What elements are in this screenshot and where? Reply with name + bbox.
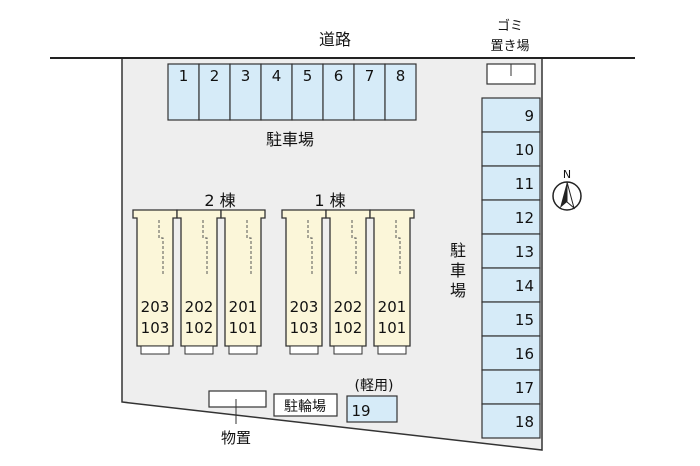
road-label: 道路 [319,30,351,49]
parking-space-10-number: 10 [515,141,534,159]
building-1-unit-203-step [289,345,319,355]
building-2-unit-202-step [184,345,214,355]
compass-arrow-light [566,181,575,210]
compass-arrow-dark [560,182,567,208]
building-1-unit-203-interior-line [307,220,313,275]
parking-space-12-number: 12 [515,209,534,227]
parking-space-13-number: 13 [515,243,534,261]
parking-space-11-number: 11 [515,175,534,193]
light-car-label: (軽用) [355,378,394,394]
building-1-unit-201-step [377,345,407,355]
building-1-unit-201-interior-line [395,220,401,275]
parking-space-5-number: 5 [303,67,313,85]
parking-space-6 [322,63,355,121]
building-2-unit-203-lower-number: 103 [141,319,170,337]
parking-space-2 [198,63,231,121]
parking-space-11 [481,165,541,201]
parking-space-10 [481,131,541,167]
storage-label: 物置 [221,429,251,447]
parking-space-8 [384,63,417,121]
parking-label-right-2: 車 [450,261,466,280]
parking-space-7-number: 7 [365,67,375,85]
building-2-unit-201 [220,209,266,347]
building-1-unit-201-lower-number: 101 [378,319,407,337]
building-2: 203 103 202 102 201 101 [132,209,266,355]
parking-space-9-number: 9 [524,107,534,125]
building-1-unit-201 [369,209,415,347]
garbage-label-line1: ゴミ [497,18,523,34]
parking-space-2-number: 2 [210,67,220,85]
building-1-label: 1 棟 [314,191,345,210]
building-2-unit-201-lower-number: 101 [229,319,258,337]
parking-space-19 [346,395,398,423]
building-2-unit-202-interior-line [202,220,208,275]
parking-space-7 [353,63,386,121]
parking-space-15-number: 15 [515,311,534,329]
parking-space-13 [481,233,541,269]
building-2-unit-202-upper-number: 202 [185,298,214,316]
parking-label-right-3: 場 [450,281,466,300]
parking-space-18-number: 18 [515,413,534,431]
building-1-unit-203-lower-number: 103 [290,319,319,337]
storage-shed [208,390,267,408]
parking-space-19-number: 19 [351,402,370,420]
building-1-unit-201-upper-number: 201 [378,298,407,316]
parking-label-top: 駐車場 [266,130,314,149]
building-2-unit-203-step [140,345,170,355]
compass: N [552,168,582,211]
building-1-unit-202-upper-number: 202 [334,298,363,316]
parking-space-6-number: 6 [334,67,344,85]
bicycle-parking-label: 駐輪場 [284,398,326,415]
parking-label-right-1: 駐 [450,241,466,260]
building-1-unit-202-lower-number: 102 [334,319,363,337]
parking-space-3-number: 3 [241,67,251,85]
right-parking: 9 10 11 12 13 14 15 16 17 18 [481,97,541,439]
garbage-label-line2: 置き場 [490,39,529,54]
building-1-unit-203-upper-number: 203 [290,298,319,316]
building-2-unit-201-upper-number: 201 [229,298,258,316]
parking-space-4 [260,63,293,121]
parking-space-17-number: 17 [515,379,534,397]
parking-space-17 [481,369,541,405]
building-2-unit-202-lower-number: 102 [185,319,214,337]
building-2-unit-201-interior-line [246,220,252,275]
building-2-unit-201-step [228,345,258,355]
bicycle-parking-box [273,393,338,417]
building-1: 203 103 202 102 201 101 [281,209,415,355]
compass-label: N [563,168,571,181]
parking-space-8-number: 8 [396,67,406,85]
building-1-unit-202-interior-line [351,220,357,275]
parking-space-5 [291,63,324,121]
building-2-unit-203-upper-number: 203 [141,298,170,316]
building-1-unit-202-step [333,345,363,355]
top-parking: 1 2 3 4 5 6 7 8 [167,63,417,121]
parking-space-14-number: 14 [515,277,534,295]
parking-space-3 [229,63,262,121]
parking-space-1-number: 1 [179,67,189,85]
parking-space-16-number: 16 [515,345,534,363]
parking-space-4-number: 4 [272,67,282,85]
building-2-unit-203-interior-line [158,220,164,275]
parking-space-18 [481,403,541,439]
building-2-label: 2 棟 [204,191,235,210]
